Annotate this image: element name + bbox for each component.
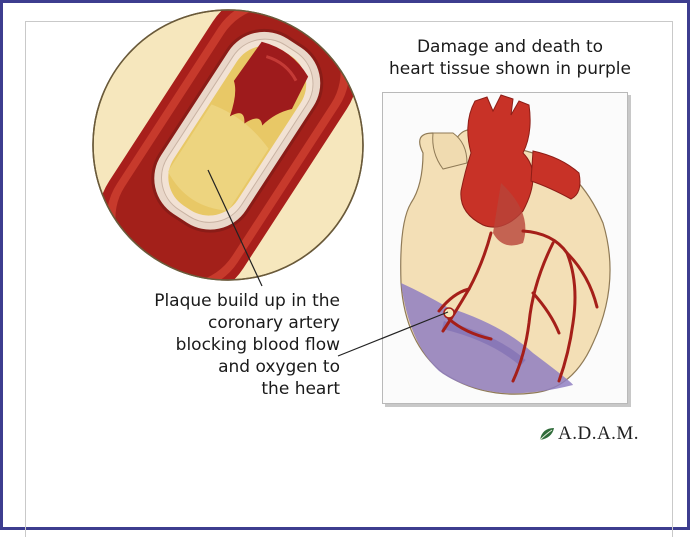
blockage-point — [444, 308, 454, 318]
artery-closeup-circle — [71, 0, 385, 327]
heart-panel — [382, 92, 628, 404]
heart-illustration — [383, 93, 627, 403]
logo-text: A.D.A.M. — [558, 423, 639, 445]
adam-logo: A.D.A.M. — [538, 423, 639, 445]
aorta — [461, 95, 533, 227]
plaque-caption: Plaque build up in the coronary artery b… — [100, 290, 340, 400]
leaf-icon — [538, 426, 556, 442]
